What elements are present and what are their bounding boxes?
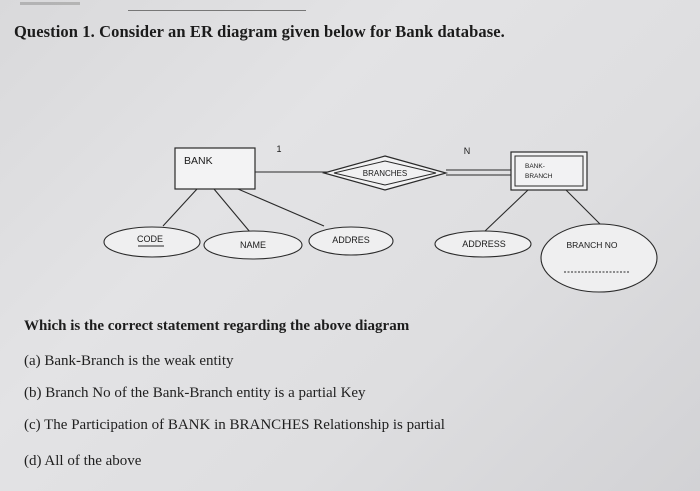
top-rule — [128, 10, 306, 11]
branches-relationship-inner — [333, 160, 437, 186]
bank-name-line — [213, 188, 251, 233]
bankbranch-branchno-line — [565, 189, 603, 227]
bank-branch-label-line1: BANK- — [525, 163, 545, 170]
addres-attribute — [308, 226, 394, 256]
top-smudge — [20, 2, 80, 5]
bank-entity-label: BANK — [184, 155, 213, 167]
branches-relationship-label: BRANCHES — [363, 169, 407, 178]
address-attribute — [434, 230, 532, 258]
bankbranch-address-line — [483, 189, 529, 233]
bank-addres-line — [237, 188, 325, 227]
bank-entity — [174, 147, 256, 190]
branches-relationship-outer — [321, 155, 449, 191]
question-prompt: Which is the correct statement regarding… — [24, 318, 410, 334]
option-c[interactable]: (c) The Participation of BANK in BRANCHE… — [24, 417, 445, 433]
name-attribute — [203, 230, 303, 260]
option-b[interactable]: (b) Branch No of the Bank-Branch entity … — [24, 385, 366, 401]
question-title: Question 1. Consider an ER diagram given… — [14, 22, 505, 41]
branch-no-attribute — [540, 223, 658, 293]
option-a[interactable]: (a) Bank-Branch is the weak entity — [24, 353, 234, 369]
bank-code-line — [162, 188, 198, 227]
bank-branch-entity-outer — [510, 151, 588, 191]
addres-attribute-label: ADDRES — [332, 235, 370, 245]
cardinality-right: N — [464, 146, 471, 156]
bank-branch-label-line2: BRANCH — [525, 173, 553, 180]
bank-branch-entity-inner — [514, 155, 584, 187]
branch-no-attribute-label: BRANCH NO — [566, 240, 617, 250]
code-attribute-label: CODE — [137, 234, 163, 244]
name-attribute-label: NAME — [240, 240, 266, 250]
cardinality-left: 1 — [276, 144, 281, 154]
address-attribute-label: ADDRESS — [462, 239, 506, 249]
option-d[interactable]: (d) All of the above — [24, 453, 142, 469]
code-attribute — [103, 226, 201, 258]
